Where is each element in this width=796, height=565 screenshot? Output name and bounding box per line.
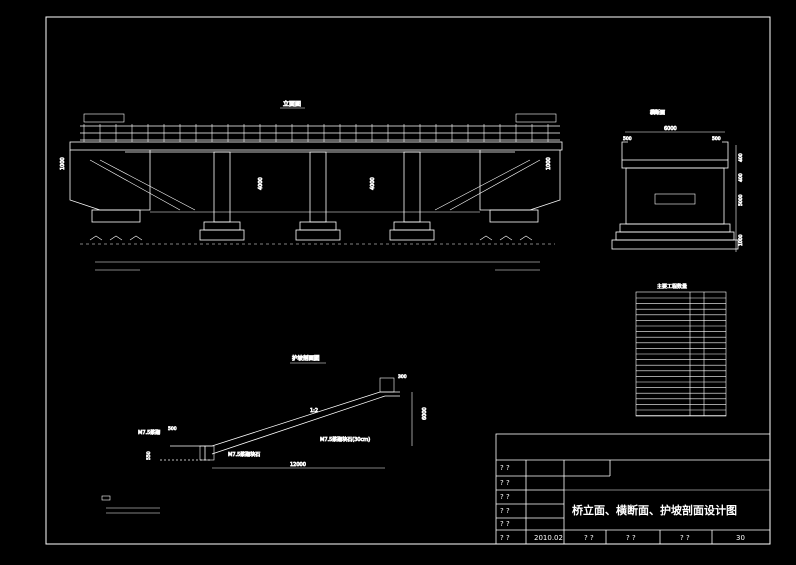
bottom-mark-2: ? ? [680,534,690,542]
cross-dim-2: 5000 [738,194,744,206]
ground-hatch [80,235,555,245]
title-mark-4: ? ? [500,520,510,528]
slope-label-slope: M7.5浆砌块石(30cm) [320,436,370,443]
sheet-number: 30 [736,534,745,542]
drawing-border [45,16,771,545]
title-mark-1: ? ? [500,479,510,487]
slope-dim-300: 300 [398,374,407,380]
quantity-table: 主要工程数量 [635,283,727,417]
bridge-deck [69,141,563,151]
slope-section: 护坡剖面图 M7.5浆砌 M7.5浆砌块石 M7.5浆砌块石(30cm) 1:2… [101,354,428,514]
dim-mid1: 4000 [258,177,264,190]
quantity-table-caption: 主要工程数量 [657,283,687,290]
elevation-view: 立面图 [60,100,563,271]
bottom-mark-1: ? ? [626,534,636,542]
piers [199,151,435,241]
slope-height: 6000 [422,407,428,420]
title-mark-2: ? ? [500,493,510,501]
dim-left: 1000 [60,157,66,170]
title-block [495,433,771,545]
cross-width: 6000 [664,126,677,132]
slope-caption: 护坡剖面图 [292,354,320,362]
slope-label-top-left: M7.5浆砌 [138,429,160,436]
cross-right-offset: 500 [712,136,721,142]
slope-length: 12000 [290,462,306,468]
cross-section-view: 横断面 6000 500 500 400 400 5000 1000 [611,109,744,252]
bottom-mark-0: ? ? [584,534,594,542]
slope-dim-500: 500 [168,426,177,432]
cross-section-caption: 横断面 [650,109,665,116]
drawing-date: 2010.02 [534,534,563,542]
abutments [69,150,561,223]
slope-label-lower: M7.5浆砌块石 [228,451,260,458]
cross-dim-0: 400 [738,153,744,162]
elevation-caption: 立面图 [283,100,301,108]
cross-dim-1: 400 [738,173,744,182]
title-mark-0: ? ? [500,464,510,472]
dim-mid2: 4000 [370,177,376,190]
title-mark-5: ? ? [500,534,510,542]
cross-dim-3: 1000 [738,234,744,246]
drawing-title: 桥立面、横断面、护坡剖面设计图 [572,503,737,517]
railing [80,113,560,142]
slope-ratio: 1:2 [310,408,318,414]
dim-right: 1000 [546,157,552,170]
cross-left-offset: 500 [623,136,632,142]
slope-dim-550: 550 [146,451,152,460]
title-mark-3: ? ? [500,507,510,515]
